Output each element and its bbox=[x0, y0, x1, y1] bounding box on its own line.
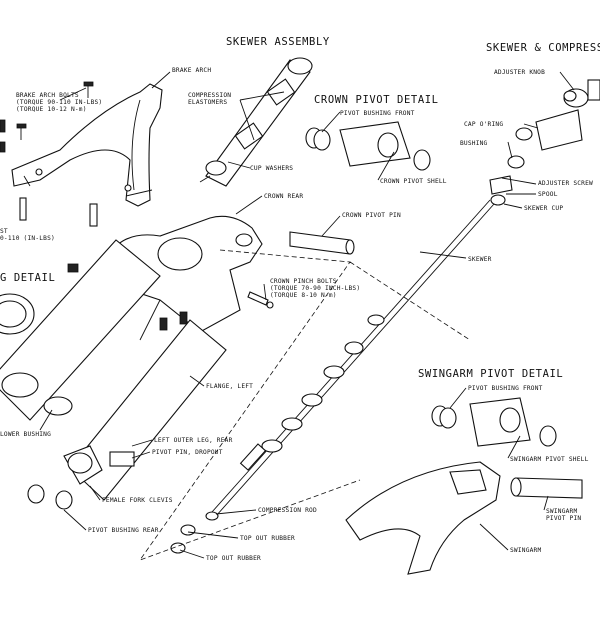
label-left-outer-leg-rear: LEFT OUTER LEG, REAR bbox=[154, 437, 233, 444]
header-swingarm-pivot-detail: SWINGARM PIVOT DETAIL bbox=[418, 368, 564, 380]
label-crown-pinch-bolts: CROWN PINCH BOLTS (TORQUE 70-90 INCH-LBS… bbox=[270, 278, 361, 299]
label-spool: SPOOL bbox=[538, 191, 558, 198]
brake-arch-bolts bbox=[0, 81, 132, 227]
label-adjuster-screw: ADJUSTER SCREW bbox=[538, 180, 593, 187]
label-pivot-pin-dropout: PIVOT PIN, DROPOUT bbox=[152, 449, 223, 456]
label-crown-pivot-shell: CROWN PIVOT SHELL bbox=[380, 178, 447, 185]
header-skewer-compression: SKEWER & COMPRESS bbox=[486, 42, 600, 54]
label-bushing: BUSHING bbox=[460, 140, 488, 147]
header-bushing-detail: G DETAIL bbox=[0, 272, 56, 284]
brake-arch-part bbox=[11, 83, 163, 207]
header-crown-pivot-detail: CROWN PIVOT DETAIL bbox=[314, 94, 439, 106]
label-pivot-bushing-rear: PIVOT BUSHING REAR bbox=[88, 527, 159, 534]
label-brake-partial: ST 0-110 (IN-LBS) bbox=[0, 228, 55, 242]
crown-pivot-parts bbox=[289, 121, 431, 255]
label-swingarm: SWINGARM bbox=[510, 547, 542, 554]
label-compression-elastomers: COMPRESSION ELASTOMERS bbox=[188, 92, 232, 106]
label-lower-bushing: LOWER BUSHING bbox=[0, 431, 52, 438]
label-adjuster-knob: ADJUSTER KNOB bbox=[494, 69, 546, 76]
header-skewer-assembly: SKEWER ASSEMBLY bbox=[226, 36, 330, 48]
label-crown-rear: CROWN REAR bbox=[264, 193, 304, 200]
label-female-fork-clevis: FEMALE FORK CLEVIS bbox=[102, 497, 173, 504]
label-top-out-rubber-2: TOP OUT RUBBER bbox=[206, 555, 261, 562]
leader-lines bbox=[39, 71, 575, 559]
skewer-assembly-part bbox=[199, 57, 313, 187]
label-cap-oring: CAP O'RING bbox=[464, 121, 504, 128]
label-brake-arch: BRAKE ARCH bbox=[172, 67, 212, 74]
label-cup-washers: CUP WASHERS bbox=[250, 165, 294, 172]
fork-legs bbox=[0, 239, 227, 510]
label-skewer-cup: SKEWER CUP bbox=[524, 205, 564, 212]
label-swingarm-pivot-shell: SWINGARM PIVOT SHELL bbox=[510, 456, 589, 463]
crown-pinch-bolts bbox=[67, 263, 274, 309]
label-pivot-bushing-front-crown: PIVOT BUSHING FRONT bbox=[340, 110, 415, 117]
label-skewer: SKEWER bbox=[468, 256, 492, 263]
assembly-dashed-box bbox=[138, 249, 471, 561]
label-brake-arch-bolts: BRAKE ARCH BOLTS (TORQUE 90-110 IN-LBS) … bbox=[16, 92, 103, 113]
skewer-compression-parts bbox=[489, 79, 600, 206]
label-flange-left: FLANGE, LEFT bbox=[206, 383, 254, 390]
label-pivot-bushing-front-swing: PIVOT BUSHING FRONT bbox=[468, 385, 543, 392]
label-crown-pivot-pin: CROWN PIVOT PIN bbox=[342, 212, 401, 219]
swingarm-pivot-parts bbox=[345, 397, 583, 575]
label-swingarm-pivot-pin: SWINGARM PIVOT PIN bbox=[546, 508, 582, 522]
label-compression-rod: COMPRESSION ROD bbox=[258, 507, 317, 514]
label-top-out-rubber-1: TOP OUT RUBBER bbox=[240, 535, 295, 542]
